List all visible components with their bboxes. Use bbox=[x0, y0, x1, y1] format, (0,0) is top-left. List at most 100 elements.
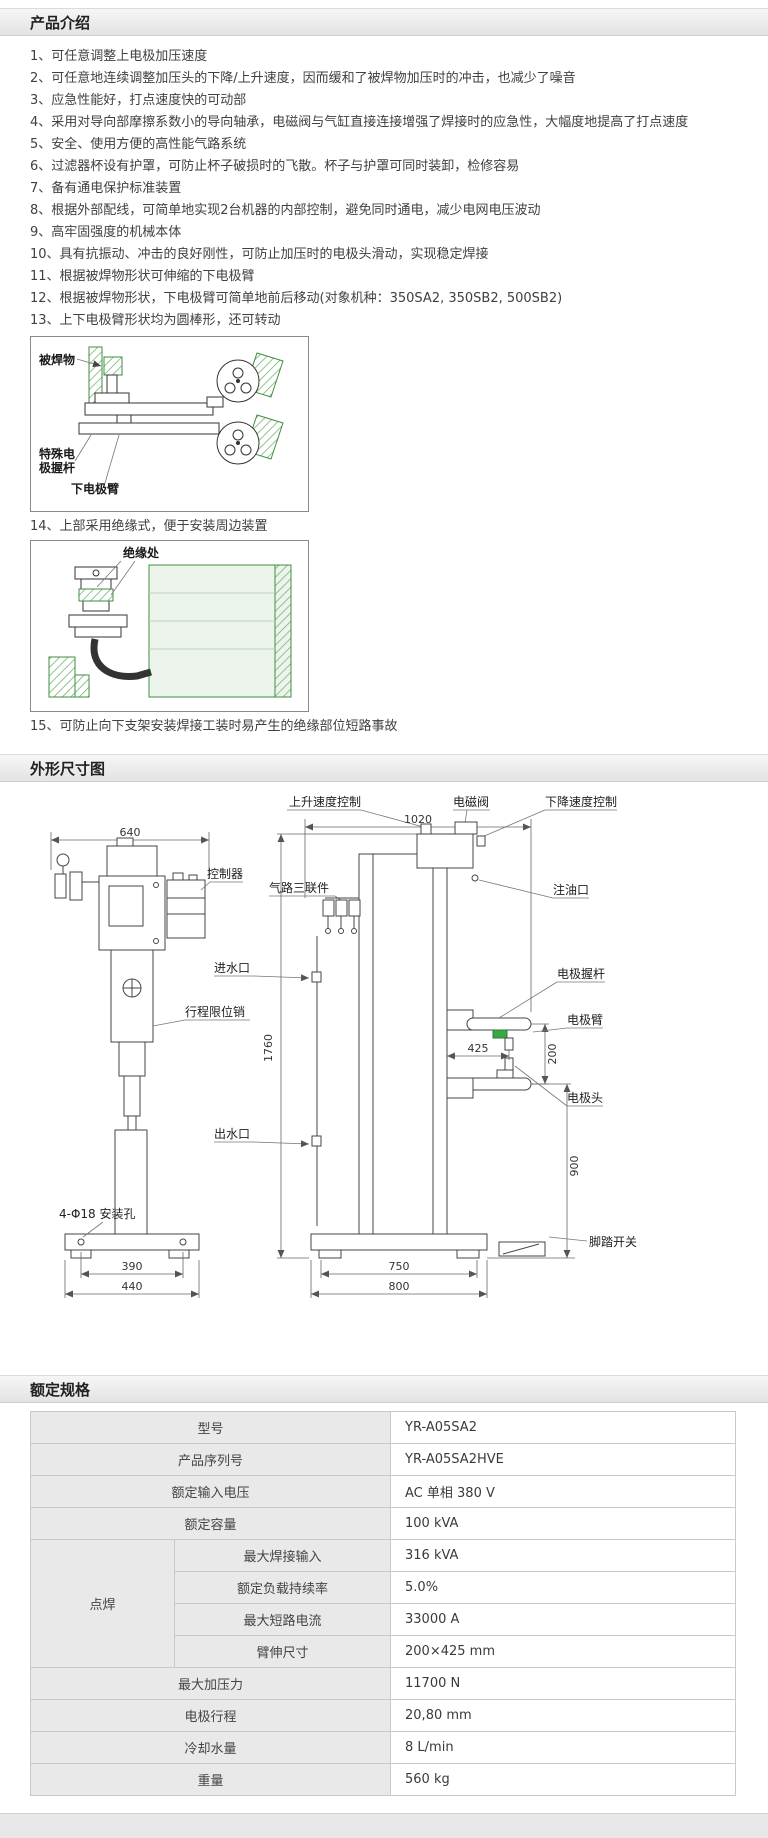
svg-text:200: 200 bbox=[546, 1044, 559, 1065]
foot-switch bbox=[498, 1241, 546, 1257]
spec-row-max-force: 最大加压力 11700 N bbox=[29, 1667, 737, 1700]
feature-item: 14、上部采用绝缘式，便于安装周边装置 bbox=[30, 519, 268, 534]
spec-row-max-weld-input: 点焊 最大焊接输入 316 kVA bbox=[30, 1539, 737, 1668]
callout-electrode-tip: 电极头 bbox=[567, 1091, 603, 1105]
cylinder-stack bbox=[68, 566, 128, 638]
air-triple-unit bbox=[322, 897, 361, 934]
water-outlet-fitting bbox=[311, 1135, 322, 1147]
feature-item: 12、根据被焊物形状，下电极臂可简单地前后移动(对象机种：350SA2, 350… bbox=[30, 291, 563, 306]
svg-text:1020: 1020 bbox=[404, 813, 432, 826]
callout-controller: 控制器 bbox=[207, 867, 243, 881]
front-view bbox=[54, 837, 206, 1259]
spec-row-duty-cycle: 额定负载持续率 5.0% bbox=[31, 1571, 737, 1604]
feature-item: 11、根据被焊物形状可伸缩的下电极臂 bbox=[30, 269, 255, 284]
spec-table: 型号 YR-A05SA2 产品序列号 YR-A05SA2HVE 额定输入电压 A… bbox=[29, 1411, 737, 1796]
spec-row-electrode-stroke: 电极行程 20,80 mm bbox=[29, 1699, 737, 1732]
callout-stroke-pin: 行程限位销 bbox=[185, 1004, 245, 1019]
feature-item: 13、上下电极臂形状均为圆棒形，还可转动 bbox=[30, 313, 281, 328]
frame-lines bbox=[149, 592, 275, 650]
label-insulation: 绝缘处 bbox=[123, 545, 160, 560]
dim-900: 900 bbox=[487, 1083, 581, 1259]
spec-row-serial: 产品序列号 YR-A05SA2HVE bbox=[29, 1443, 737, 1476]
spec-row-input-voltage: 额定输入电压 AC 单相 380 V bbox=[29, 1475, 737, 1508]
callout-air-triple: 气路三联件 bbox=[269, 880, 329, 895]
base-left bbox=[64, 1233, 200, 1259]
side-view bbox=[310, 821, 546, 1259]
section-header-intro: 产品介绍 bbox=[0, 8, 768, 36]
svg-text:390: 390 bbox=[122, 1260, 143, 1273]
section-header-specs: 额定规格 bbox=[0, 1375, 768, 1403]
arm-parts bbox=[78, 374, 224, 435]
base-right bbox=[310, 1233, 488, 1259]
green-clamp bbox=[492, 1029, 508, 1039]
label-lower-arm: 下电极臂 bbox=[71, 481, 119, 496]
feature-item: 9、高牢固强度的机械本体 bbox=[30, 225, 182, 240]
frame-hatch bbox=[274, 564, 292, 698]
spec-row-capacity: 额定容量 100 kVA bbox=[29, 1507, 737, 1540]
spec-row-weight: 重量 560 kg bbox=[29, 1763, 737, 1796]
callout-solenoid-valve: 电磁阀 bbox=[453, 794, 489, 809]
callout-water-in: 进水口 bbox=[214, 961, 250, 975]
callout-electrode-arm: 电极臂 bbox=[567, 1013, 603, 1027]
feature-item: 7、备有通电保护标准装置 bbox=[30, 181, 182, 196]
callout-electrode-holder: 电极握杆 bbox=[557, 966, 605, 981]
feature-item: 2、可任意地连续调整加压头的下降/上升速度，因而缓和了被焊物加压时的冲击，也减少… bbox=[30, 71, 576, 86]
callout-down-speed: 下降速度控制 bbox=[545, 794, 617, 809]
dim-750: 750 bbox=[320, 1260, 478, 1278]
label-special-holder-2: 极握杆 bbox=[39, 460, 75, 475]
dim-390: 390 bbox=[80, 1252, 184, 1278]
spec-group-spot-weld: 点焊 bbox=[30, 1539, 175, 1668]
dim-800: 800 bbox=[310, 1260, 488, 1298]
feature-item: 6、过滤器杯设有护罩，可防止杯子破损时的飞散。杯子与护罩可同时装卸，检修容易 bbox=[30, 159, 520, 174]
oil-port bbox=[471, 874, 479, 882]
label-special-holder-1: 特殊电 bbox=[39, 446, 75, 461]
spec-row-short-circuit-current: 最大短路电流 33000 A bbox=[31, 1603, 737, 1636]
electrode-wheels bbox=[216, 359, 260, 465]
feature-item: 4、采用对导向部摩擦系数小的导向轴承，电磁阀与气缸直接连接增强了焊接时的应急性，… bbox=[30, 115, 689, 130]
feature-item: 3、应急性能好，打点速度快的可动部 bbox=[30, 93, 247, 108]
svg-text:1760: 1760 bbox=[262, 1034, 275, 1062]
svg-text:440: 440 bbox=[122, 1280, 143, 1293]
insulation-block bbox=[78, 588, 114, 602]
callout-foot-switch: 脚踏开关 bbox=[589, 1234, 637, 1249]
feature-item: 10、具有抗振动、冲击的良好刚性，可防止加压时的电极头滑动，实现稳定焊接 bbox=[30, 247, 489, 262]
dim-200: 200 bbox=[531, 1023, 559, 1085]
electrode-arms bbox=[446, 1009, 532, 1099]
callout-oil-port: 注油口 bbox=[553, 882, 589, 897]
svg-text:750: 750 bbox=[389, 1260, 410, 1273]
controller-box bbox=[166, 872, 206, 939]
svg-text:800: 800 bbox=[389, 1280, 410, 1293]
spec-row-arm-size: 臂伸尺寸 200×425 mm bbox=[31, 1635, 737, 1668]
dim-440: 440 bbox=[64, 1260, 200, 1298]
svg-text:425: 425 bbox=[468, 1042, 489, 1055]
machine-frame-region bbox=[148, 564, 292, 698]
feature-list: 1、可任意调整上电极加压速度 2、可任意地连续调整加压头的下降/上升速度，因而缓… bbox=[30, 46, 738, 332]
feature-item: 8、根据外部配线，可简单地实现2台机器的内部控制，避免同时通电，减少电网电压波动 bbox=[30, 203, 541, 218]
spec-row-cooling-water: 冷却水量 8 L/min bbox=[29, 1731, 737, 1764]
feature-item: 15、可防止向下支架安装焊接工装时易产生的绝缘部位短路事故 bbox=[30, 719, 398, 734]
bottom-bracket-step bbox=[74, 674, 90, 698]
insulation-diagram: 绝缘处 bbox=[30, 540, 309, 712]
section-header-dimensions: 外形尺寸图 bbox=[0, 754, 768, 782]
electrode-arm-diagram: 被焊物 特殊电 极握杆 下电极臂 bbox=[30, 336, 309, 512]
hook-arm bbox=[90, 638, 152, 680]
dim-425: 425 bbox=[447, 1042, 510, 1060]
dimension-drawing: 上升速度控制 电磁阀 下降速度控制 1020 640 bbox=[50, 794, 637, 1298]
water-inlet-fitting bbox=[311, 971, 322, 983]
footer-bar bbox=[0, 1813, 768, 1838]
dim-1760: 1760 bbox=[262, 833, 421, 1259]
bottom-bracket bbox=[48, 656, 76, 698]
callout-water-out: 出水口 bbox=[214, 1127, 250, 1141]
spec-row-model: 型号 YR-A05SA2 bbox=[29, 1411, 737, 1444]
label-workpiece: 被焊物 bbox=[39, 352, 75, 367]
svg-text:900: 900 bbox=[568, 1156, 581, 1177]
solenoid-valve bbox=[454, 821, 478, 835]
diagram1-leaders bbox=[74, 358, 120, 484]
callout-mount-holes: 4-Φ18 安装孔 bbox=[59, 1206, 136, 1221]
callout-rise-speed: 上升速度控制 bbox=[289, 794, 361, 809]
dim-1020: 1020 bbox=[304, 813, 532, 1012]
feature-item: 1、可任意调整上电极加压速度 bbox=[30, 49, 208, 64]
diagram2-leaders bbox=[96, 560, 136, 596]
svg-text:640: 640 bbox=[120, 826, 141, 839]
feature-item: 5、安全、使用方便的高性能气路系统 bbox=[30, 137, 247, 152]
